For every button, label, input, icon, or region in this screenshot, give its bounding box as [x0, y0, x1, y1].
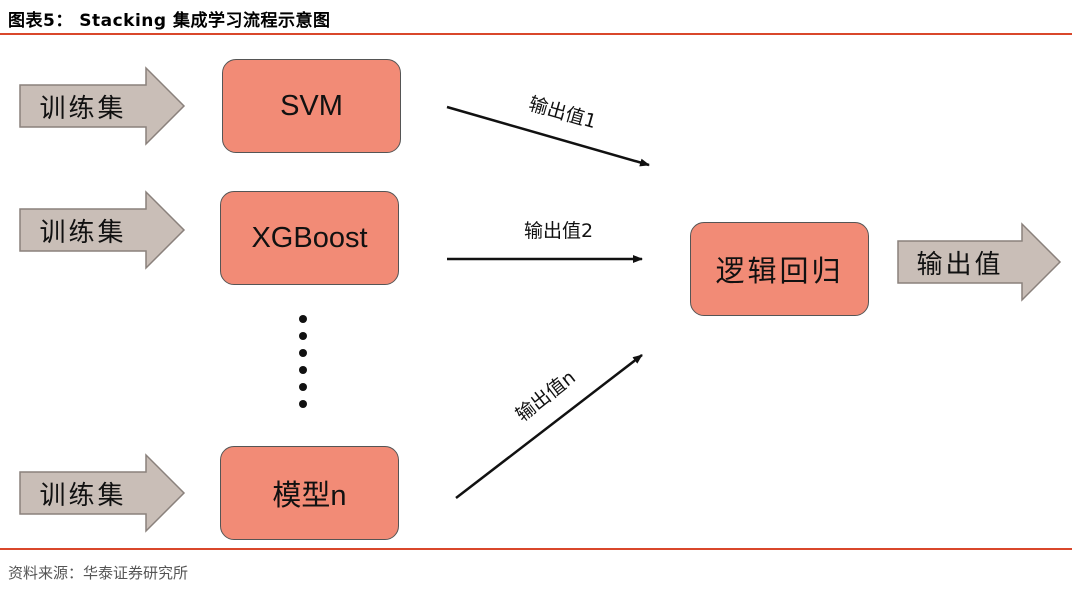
ellipsis-dot-3 [299, 349, 307, 357]
model-svm: SVM [222, 59, 401, 153]
top-rule [0, 33, 1072, 35]
ellipsis-dot-6 [299, 400, 307, 408]
input-arrow-2 [19, 190, 186, 270]
bottom-rule [0, 548, 1072, 550]
input-label-1: 训练集 [39, 93, 127, 124]
edge-line-1 [446, 105, 650, 167]
ellipsis-dot-5 [299, 383, 307, 391]
edge-label-2: 输出值2 [524, 220, 594, 242]
input-arrow-3 [19, 453, 186, 533]
meta-model-logistic-regression: 逻辑回归 [690, 222, 869, 316]
figure-title: 图表5： Stacking 集成学习流程示意图 [8, 11, 331, 31]
output-label: 输出值 [916, 249, 1004, 280]
input-label-2: 训练集 [39, 217, 127, 248]
ellipsis-dot-4 [299, 366, 307, 374]
input-arrow-1 [19, 66, 186, 146]
edge-line-3 [455, 354, 643, 499]
ellipsis-dot-2 [299, 332, 307, 340]
model-xgboost: XGBoost [220, 191, 399, 285]
source-note: 资料来源：华泰证券研究所 [8, 564, 189, 582]
output-arrow [897, 222, 1062, 302]
model-n: 模型n [220, 446, 399, 540]
ellipsis-dot-1 [299, 315, 307, 323]
input-label-3: 训练集 [39, 480, 127, 511]
